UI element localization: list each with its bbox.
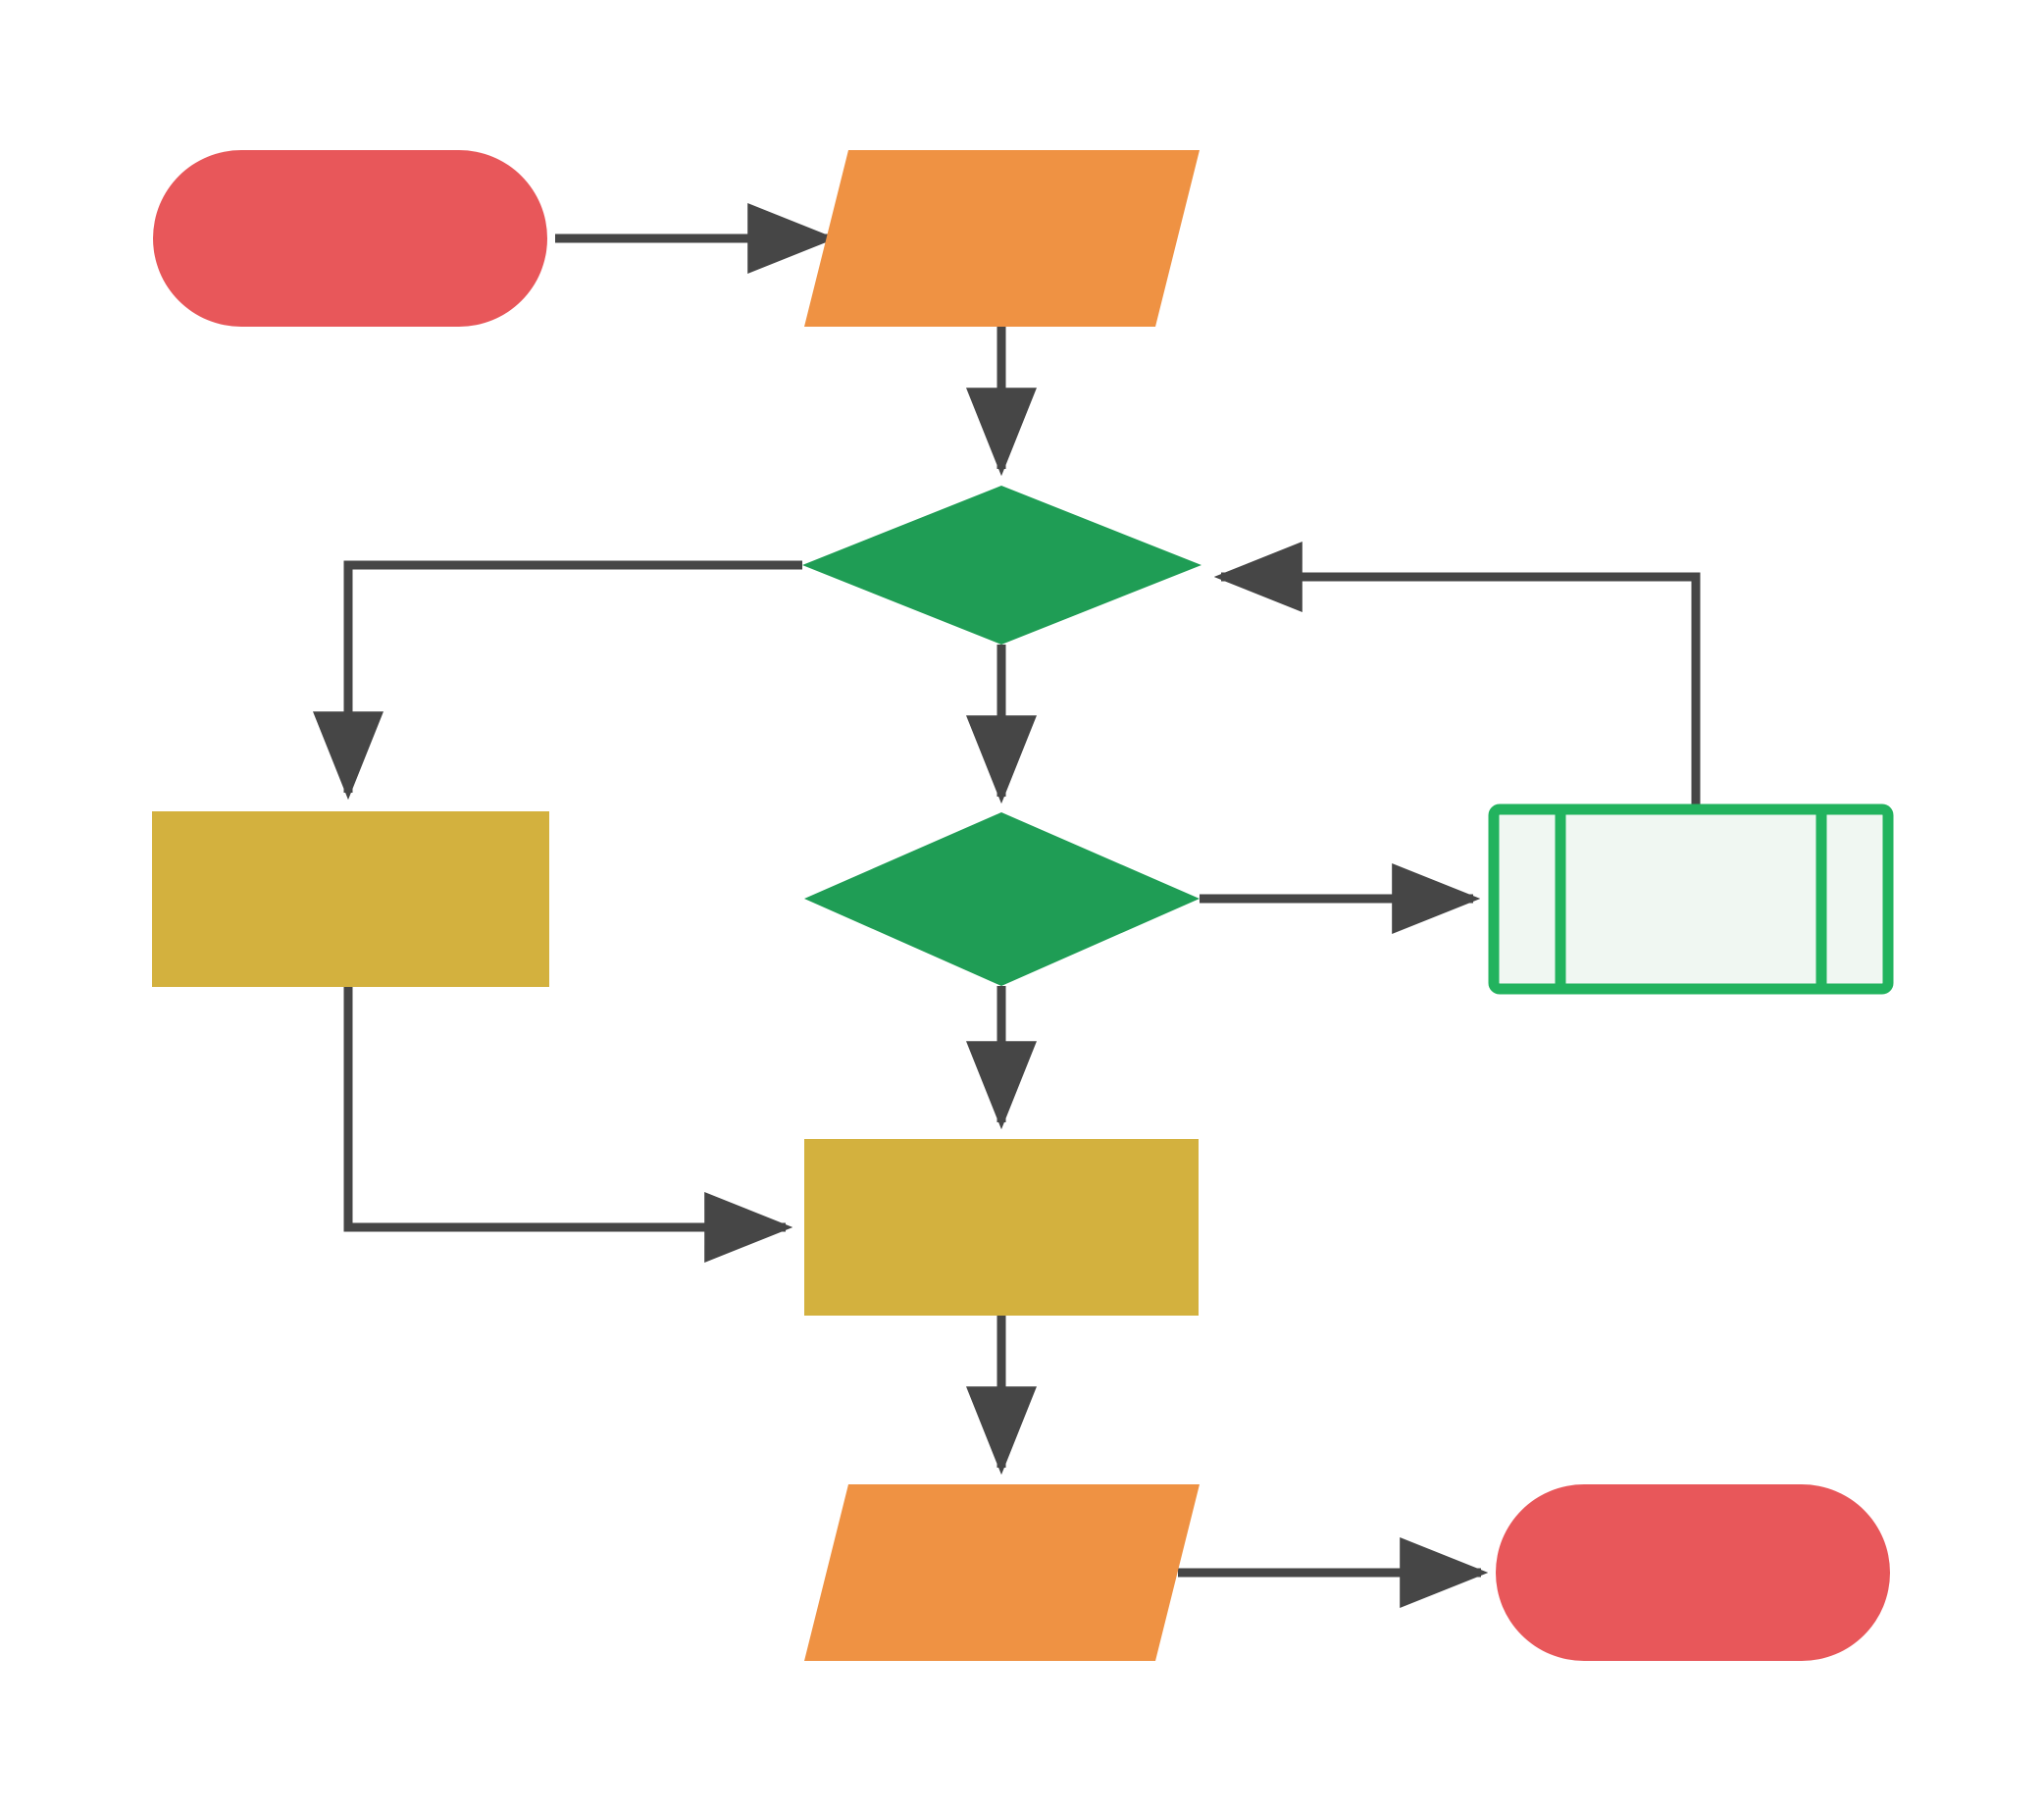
start-terminator-shape (153, 150, 547, 327)
node-process-left[interactable] (152, 811, 549, 987)
node-subroutine[interactable] (1488, 803, 1894, 995)
decision-inner-shape (804, 812, 1200, 986)
edge-subroutine-to-decision-outer[interactable] (1213, 542, 1701, 806)
node-start-terminator[interactable] (153, 150, 547, 327)
node-end-terminator[interactable] (1496, 1484, 1890, 1661)
node-output-bottom-parallelogram[interactable] (804, 1484, 1200, 1661)
end-terminator-shape (1496, 1484, 1890, 1661)
node-layer (152, 150, 1894, 1661)
process-left-shape (152, 811, 549, 987)
decision-outer-shape (802, 486, 1201, 645)
output-bottom-parallelogram-shape (804, 1484, 1200, 1661)
edge-path-process-left-to-process-center (343, 987, 793, 1263)
edge-process-left-to-process-center[interactable] (343, 987, 793, 1263)
edge-path-subroutine-to-decision-outer (1213, 542, 1701, 806)
edge-decision-outer-to-process-left[interactable] (313, 560, 802, 801)
subroutine-outer-shape (1488, 803, 1894, 995)
edge-layer (313, 203, 1701, 1608)
node-input-top-parallelogram[interactable] (804, 150, 1200, 327)
input-top-parallelogram-shape (804, 150, 1200, 327)
edge-path-decision-outer-to-process-left (313, 560, 802, 801)
node-process-center[interactable] (804, 1139, 1199, 1316)
process-center-shape (804, 1139, 1199, 1316)
node-decision-inner[interactable] (804, 812, 1200, 986)
node-decision-outer[interactable] (802, 486, 1201, 645)
